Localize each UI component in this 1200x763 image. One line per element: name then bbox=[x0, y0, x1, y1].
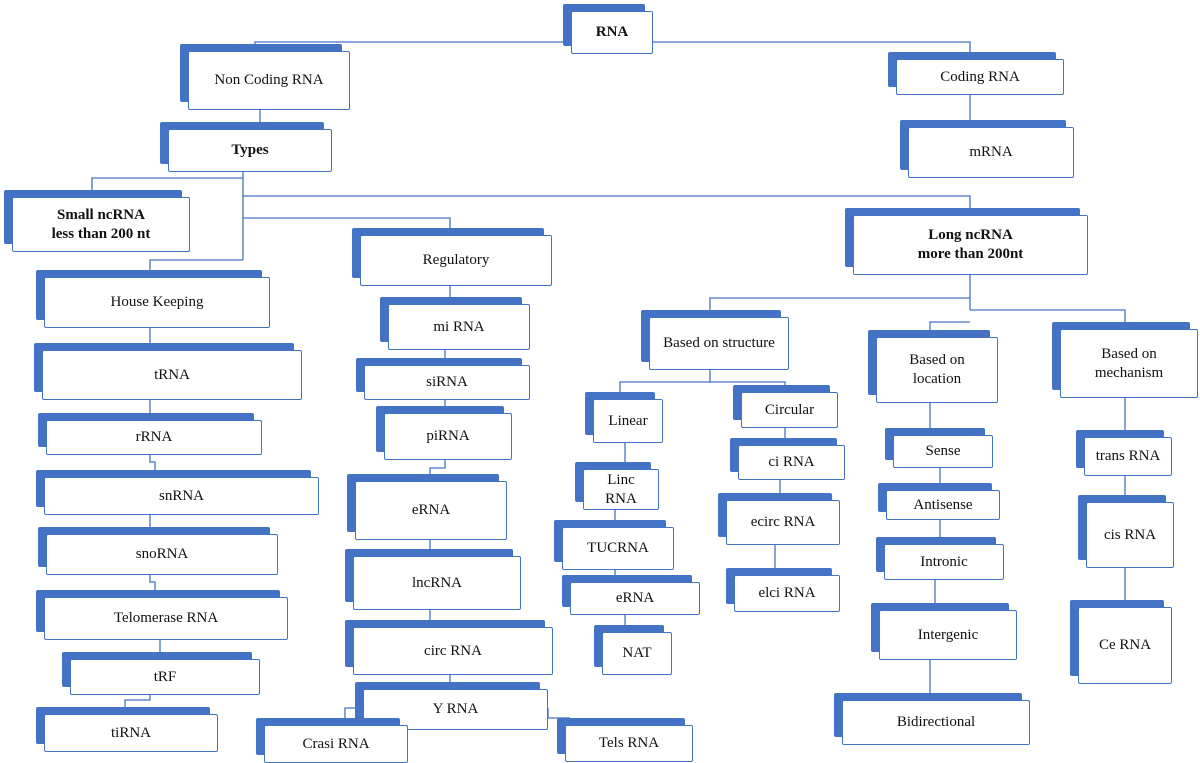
node-rrna: rRNA bbox=[38, 413, 262, 455]
node-lncrna: lncRNA bbox=[345, 549, 521, 610]
node-trans-rna: trans RNA bbox=[1076, 430, 1172, 476]
node-label: tRNA bbox=[154, 366, 190, 383]
node-circular: Circular bbox=[733, 385, 838, 428]
node-sirna: siRNA bbox=[356, 358, 530, 400]
node-bidirectional: Bidirectional bbox=[834, 693, 1030, 745]
node-non-coding-rna: Non Coding RNA bbox=[180, 44, 350, 110]
node-snorna: snoRNA bbox=[38, 527, 278, 575]
node-label: RNA bbox=[595, 24, 629, 41]
node-label: tRF bbox=[153, 668, 177, 685]
node-label: Ce RNA bbox=[1098, 637, 1152, 654]
node-label: Circular bbox=[764, 401, 815, 418]
node-ecirc-rna: ecirc RNA bbox=[718, 493, 840, 545]
node-label: trans RNA bbox=[1095, 448, 1161, 465]
node-label: NAT bbox=[622, 645, 652, 662]
node-label: eRNA bbox=[615, 590, 655, 607]
node-label: Non Coding RNA bbox=[214, 72, 324, 89]
node-label: siRNA bbox=[426, 374, 468, 391]
node-erna-linear: eRNA bbox=[562, 575, 700, 615]
node-coding-rna: Coding RNA bbox=[888, 52, 1064, 95]
node-label: Intronic bbox=[920, 553, 968, 570]
node-label: Crasi RNA bbox=[302, 735, 370, 752]
node-telomerase-rna: Telomerase RNA bbox=[36, 590, 288, 640]
node-label: Types bbox=[231, 142, 269, 159]
node-label: ecirc RNA bbox=[750, 514, 816, 531]
node-label: cis RNA bbox=[1103, 526, 1157, 543]
node-y-rna: Y RNA bbox=[355, 682, 548, 730]
node-linear: Linear bbox=[585, 392, 663, 443]
node-long-ncrna: Long ncRNA more than 200nt bbox=[845, 208, 1088, 275]
node-label: Linc RNA bbox=[605, 471, 637, 507]
node-label: Based on mechanism bbox=[1094, 345, 1164, 381]
node-label: piRNA bbox=[426, 428, 470, 445]
node-linc-rna: Linc RNA bbox=[575, 462, 659, 510]
node-cis-rna: cis RNA bbox=[1078, 495, 1174, 568]
node-ce-rna: Ce RNA bbox=[1070, 600, 1172, 684]
node-pirna: piRNA bbox=[376, 406, 512, 460]
node-label: circ RNA bbox=[424, 642, 482, 659]
node-antisense: Antisense bbox=[878, 483, 1000, 520]
node-circ-rna: circ RNA bbox=[345, 620, 553, 675]
node-intronic: Intronic bbox=[876, 537, 1004, 580]
node-label: eRNA bbox=[411, 502, 451, 519]
node-label: Bidirectional bbox=[896, 714, 976, 731]
node-regulatory: Regulatory bbox=[352, 228, 552, 286]
node-label: snRNA bbox=[158, 487, 204, 504]
node-label: TUCRNA bbox=[587, 540, 649, 557]
node-mrna: mRNA bbox=[900, 120, 1074, 178]
node-intergenic: Intergenic bbox=[871, 603, 1017, 660]
node-label: Y RNA bbox=[432, 701, 479, 718]
node-snrna: snRNA bbox=[36, 470, 319, 515]
node-label: Coding RNA bbox=[940, 68, 1020, 85]
node-rna-root: RNA bbox=[563, 4, 653, 54]
node-sense: Sense bbox=[885, 428, 993, 468]
node-label: tiRNA bbox=[110, 724, 151, 741]
node-label: Based on location bbox=[909, 352, 965, 387]
node-crasi-rna: Crasi RNA bbox=[256, 718, 408, 763]
node-based-on-location: Based on location bbox=[868, 330, 998, 403]
node-tels-rna: Tels RNA bbox=[557, 718, 693, 762]
node-label: Tels RNA bbox=[598, 735, 660, 752]
node-label: Linear bbox=[608, 412, 648, 429]
node-label: Intergenic bbox=[917, 626, 979, 643]
node-trf: tRF bbox=[62, 652, 260, 695]
node-small-ncrna: Small ncRNA less than 200 nt bbox=[4, 190, 190, 252]
node-label: rRNA bbox=[135, 429, 173, 446]
node-elci-rna: elci RNA bbox=[726, 568, 840, 612]
node-label: Regulatory bbox=[422, 252, 490, 269]
node-label: Antisense bbox=[913, 496, 973, 513]
node-ci-rna: ci RNA bbox=[730, 438, 845, 480]
node-types: Types bbox=[160, 122, 332, 172]
node-label: Long ncRNA more than 200nt bbox=[917, 227, 1024, 262]
node-tirna: tiRNA bbox=[36, 707, 218, 752]
node-label: elci RNA bbox=[758, 585, 816, 602]
node-label: Small ncRNA less than 200 nt bbox=[51, 206, 151, 242]
node-label: House Keeping bbox=[110, 294, 204, 311]
node-based-on-mechanism: Based on mechanism bbox=[1052, 322, 1198, 398]
node-erna-regulatory: eRNA bbox=[347, 474, 507, 540]
node-label: Sense bbox=[925, 443, 961, 460]
node-label: ci RNA bbox=[768, 454, 815, 471]
node-label: lncRNA bbox=[412, 574, 462, 591]
node-nat: NAT bbox=[594, 625, 672, 675]
node-trna: tRNA bbox=[34, 343, 302, 400]
node-label: Telomerase RNA bbox=[113, 610, 219, 627]
node-mirna: mi RNA bbox=[380, 297, 530, 350]
node-label: Based on structure bbox=[663, 335, 775, 352]
node-label: mi RNA bbox=[433, 318, 485, 335]
node-tucrna: TUCRNA bbox=[554, 520, 674, 570]
node-label: snoRNA bbox=[135, 546, 189, 563]
node-based-on-structure: Based on structure bbox=[641, 310, 789, 370]
node-house-keeping: House Keeping bbox=[36, 270, 270, 328]
node-label: mRNA bbox=[969, 144, 1013, 161]
